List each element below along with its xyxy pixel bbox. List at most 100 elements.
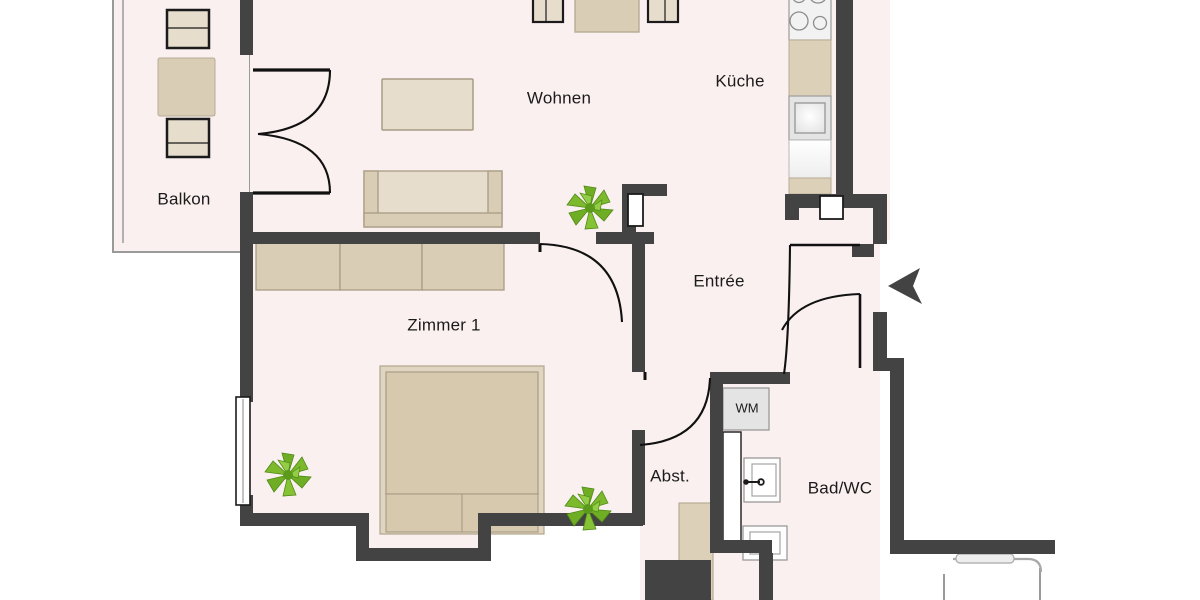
kitchen-counter-lower [788, 139, 832, 179]
door-entrance [781, 292, 862, 368]
kitchen-furniture-group [788, 0, 832, 195]
dining-group [531, 0, 680, 33]
doors-group [253, 68, 862, 447]
wall-east-lower [890, 358, 904, 553]
plant-leaves-2 [264, 452, 312, 497]
door-bath [782, 243, 860, 375]
balcony-furniture-group [157, 8, 216, 159]
wall-entree-stub-top [622, 184, 667, 196]
sofa-seat-front [363, 212, 503, 228]
room-label-abst: Abst. [650, 466, 690, 485]
room-label-balkon: Balkon [157, 189, 210, 208]
bathtub-rim [953, 557, 1043, 573]
wall-abst-south [645, 560, 711, 600]
door-storage-arc [639, 377, 712, 447]
wall-south-east [890, 540, 1055, 554]
window-bedroom-west [235, 396, 251, 506]
room-labels-group: Balkon Wohnen Küche Entrée Zimmer 1 Abst… [157, 71, 872, 497]
appliance-label-wm: WM [735, 400, 758, 415]
kitchen-counter-base [788, 177, 832, 195]
window-entree-north [627, 193, 644, 227]
wall-east-upper [873, 194, 887, 244]
bed-pillow-left [385, 493, 463, 533]
wall-west-lower [240, 192, 253, 257]
wall-living-bedroom [240, 232, 540, 244]
wall-bedroom-south [356, 548, 491, 561]
wall-kitchen-south-stub [785, 194, 799, 220]
wall-abst-bad-bottom [710, 540, 772, 553]
plant-bedroom-left [264, 452, 312, 497]
balcony-chair-bottom [165, 117, 211, 159]
wardrobe-unit-2 [339, 239, 423, 291]
bath-sink-tap-right [757, 478, 765, 486]
service-shaft [722, 431, 742, 543]
door-bath-arc [782, 244, 792, 375]
dining-chair-left [531, 0, 565, 24]
plant-bedroom-right [564, 486, 612, 531]
room-label-badwc: Bad/WC [808, 478, 873, 497]
sofa-armrest-right [487, 170, 503, 220]
door-storage [639, 372, 712, 447]
door-balcony [253, 68, 332, 195]
bath-sink-tap-left [743, 479, 749, 485]
wall-bedroom-west-upper [240, 252, 253, 402]
room-label-entree: Entrée [693, 271, 744, 290]
appliance-labels-group: WM [735, 400, 758, 415]
kitchen-counter-worktop [788, 39, 832, 97]
plants-group [264, 185, 614, 531]
door-bedroom-arc [539, 242, 624, 323]
walls-group [240, 0, 1055, 600]
room-label-wohnen: Wohnen [527, 88, 591, 107]
bath-sink [743, 457, 781, 503]
plant-leaves-1 [566, 185, 614, 230]
entrance-arrow-glyph [888, 268, 922, 304]
bathtub-sides [943, 568, 1041, 600]
stove-burner-4 [812, 15, 828, 31]
bathtub-ledge [955, 553, 1015, 564]
bedroom-furniture-group [255, 239, 545, 535]
stove-body [788, 0, 832, 41]
door-balcony-arc-bottom [257, 132, 332, 194]
kitchen-sink [788, 95, 832, 141]
wall-east-mid [873, 312, 887, 370]
stove-cooktop [788, 0, 832, 41]
plant-living-room [566, 185, 614, 230]
bed-double [379, 365, 545, 535]
coffee-table [381, 78, 474, 131]
wall-entrance-lintel [852, 244, 874, 257]
room-label-zimmer1: Zimmer 1 [407, 315, 480, 334]
wardrobe-unit-1 [255, 239, 341, 291]
stove-burner-3 [789, 11, 809, 31]
wall-bedroom-east-lower [632, 430, 645, 525]
door-balcony-arc-top [257, 69, 332, 136]
window-kitchen-south [819, 195, 844, 220]
door-bedroom [538, 242, 624, 323]
stove-burner-2 [810, 0, 826, 4]
sofa [363, 170, 503, 228]
sink-basin [794, 102, 826, 134]
sofa-armrest-left [363, 170, 379, 220]
door-entrance-arc [781, 292, 861, 331]
wardrobe-unit-3 [421, 239, 505, 291]
windows-group [235, 193, 844, 506]
wall-abst-bad-top [710, 372, 790, 384]
room-label-kueche: Küche [715, 71, 764, 90]
dining-table [574, 0, 640, 33]
living-furniture-group [363, 78, 503, 228]
bed-mattress [385, 371, 539, 495]
wall-bedroom-south-east [478, 513, 643, 526]
wall-bedroom-south-west [240, 513, 368, 526]
wall-wc-south-stub [759, 553, 773, 600]
wall-west-upper [240, 0, 253, 55]
entrance-arrow [888, 268, 922, 304]
window-kitchen-frame [819, 195, 844, 220]
bathtub [943, 553, 1043, 600]
stove-burner-1 [793, 0, 805, 4]
wall-abst-bad-vertical [710, 372, 723, 544]
dining-chair-right [646, 0, 680, 24]
washing-machine-box [722, 387, 770, 431]
wall-kitchen-east [836, 0, 853, 198]
plant-leaves-3 [564, 486, 612, 531]
